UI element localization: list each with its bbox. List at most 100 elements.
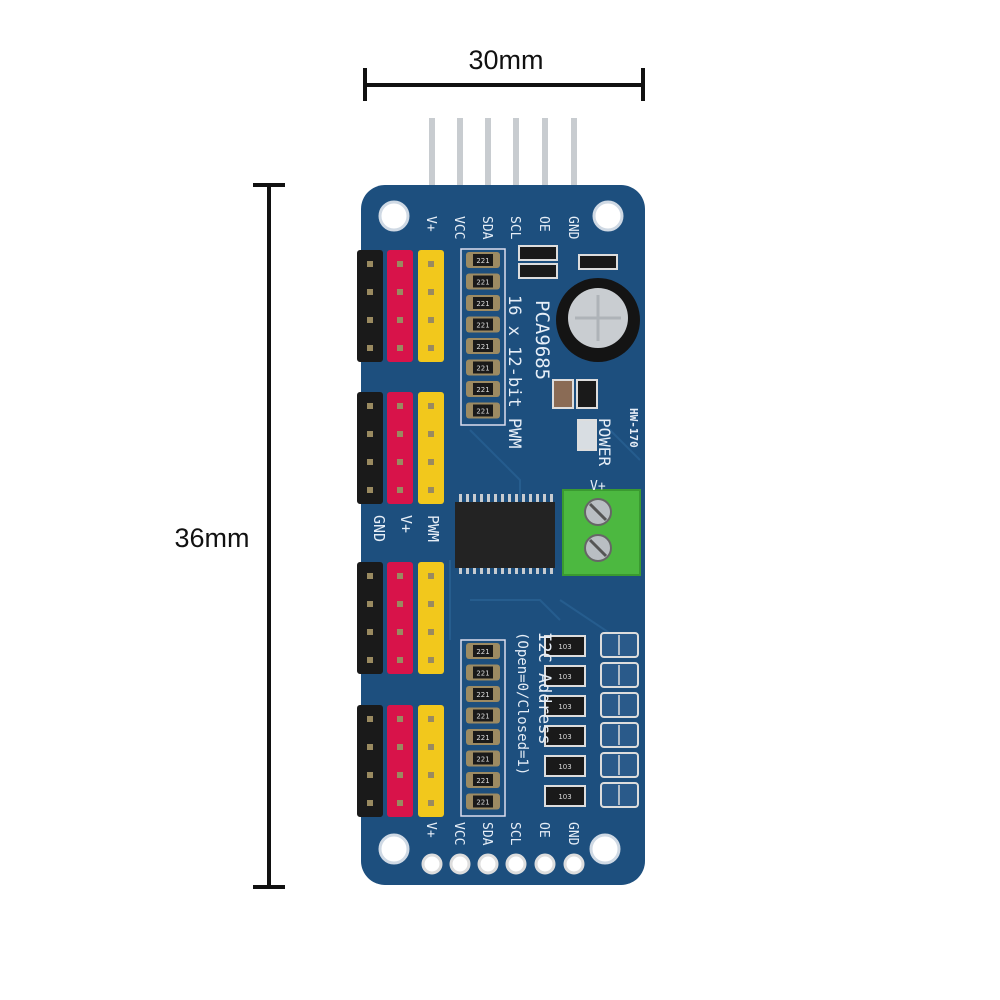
resistor-body xyxy=(473,340,493,352)
header-pin xyxy=(397,716,403,722)
power-label: POWER xyxy=(595,418,614,467)
resistor-body xyxy=(473,666,493,679)
resistor-body xyxy=(473,709,493,722)
resistor-code: 221 xyxy=(476,300,489,308)
header-pin xyxy=(367,289,373,295)
servo-header-column xyxy=(387,705,413,817)
resistor-array-outline xyxy=(460,248,506,426)
header-pin xyxy=(397,657,403,663)
top-pin-label: SDA xyxy=(479,216,494,240)
screw-terminal xyxy=(562,489,641,576)
servo-header-label: V+ xyxy=(397,515,415,533)
power-led-area xyxy=(552,379,598,451)
header-pin xyxy=(397,289,403,295)
header-pin xyxy=(397,345,403,351)
address-title: I2C Address xyxy=(534,632,554,745)
header-pin xyxy=(397,573,403,579)
header-pin xyxy=(397,403,403,409)
header-pin xyxy=(428,317,434,323)
header-pin xyxy=(367,431,373,437)
height-dimension: 36mm xyxy=(174,183,285,889)
resistor-code: 221 xyxy=(476,777,489,785)
header-pin xyxy=(428,403,434,409)
servo-header-column xyxy=(357,392,383,504)
servo-header-column xyxy=(418,705,444,817)
header-pin xyxy=(428,800,434,806)
pin-pad xyxy=(534,853,556,875)
resistor-body xyxy=(473,297,493,309)
servo-header-column xyxy=(418,392,444,504)
header-pin xyxy=(428,431,434,437)
header-pin xyxy=(457,118,463,198)
resistor-code: 221 xyxy=(476,734,489,742)
header-pin xyxy=(367,800,373,806)
resistor-array-outline xyxy=(460,639,506,817)
resistor-code: 221 xyxy=(476,648,489,656)
resistor-body xyxy=(473,383,493,395)
resistor-body xyxy=(473,275,493,288)
terminal-label: V+ xyxy=(590,479,606,494)
resistor-code: 221 xyxy=(476,691,489,699)
header-pin xyxy=(397,431,403,437)
width-label: 30mm xyxy=(468,45,543,75)
resistor-body xyxy=(473,731,493,743)
header-pin xyxy=(428,601,434,607)
resistor-code: 103 xyxy=(558,673,571,681)
electrolytic-capacitor xyxy=(556,278,640,362)
header-pin xyxy=(428,573,434,579)
resistor-code: 221 xyxy=(476,343,489,351)
header-pin xyxy=(571,118,577,198)
servo-header-label: PWM xyxy=(424,515,442,542)
resistor xyxy=(544,665,586,687)
resistor-code: 221 xyxy=(476,365,489,373)
resistor xyxy=(544,785,586,807)
header-pin xyxy=(367,629,373,635)
power-led xyxy=(577,419,597,451)
header-pin xyxy=(428,744,434,750)
header-pin xyxy=(367,772,373,778)
top-pin-label: V+ xyxy=(423,216,438,232)
resistor-body xyxy=(473,774,493,786)
chip-description-label: 16 x 12-bit PWM xyxy=(504,295,524,449)
header-pin xyxy=(485,118,491,198)
header-pin xyxy=(428,629,434,635)
top-pin-label: GND xyxy=(565,216,580,240)
header-pin xyxy=(428,716,434,722)
resistor-body xyxy=(473,688,493,700)
header-pin xyxy=(397,800,403,806)
header-pin xyxy=(428,459,434,465)
header-pin xyxy=(428,345,434,351)
resistor-body xyxy=(473,254,493,266)
resistor-code: 103 xyxy=(558,643,571,651)
header-pin xyxy=(428,487,434,493)
header-pin xyxy=(367,459,373,465)
servo-header-label: GND xyxy=(370,515,388,542)
header-pin xyxy=(397,487,403,493)
header-pin xyxy=(367,657,373,663)
servo-header-column xyxy=(387,250,413,362)
bottom-pin-label: SCL xyxy=(507,822,522,846)
resistor-code: 221 xyxy=(476,322,489,330)
resistor-code: 103 xyxy=(558,703,571,711)
resistor-body xyxy=(473,318,493,331)
header-pin xyxy=(428,657,434,663)
resistor-code: 221 xyxy=(476,279,489,287)
resistor-body xyxy=(473,795,493,808)
header-pin xyxy=(367,403,373,409)
resistor-body xyxy=(473,361,493,374)
resistor xyxy=(544,635,586,657)
resistor-code: 221 xyxy=(476,257,489,265)
servo-header-column xyxy=(387,392,413,504)
header-pin xyxy=(397,629,403,635)
bottom-pin-label: GND xyxy=(565,822,580,846)
bottom-pin-label: V+ xyxy=(423,822,438,838)
bottom-pin-label: VCC xyxy=(451,822,466,845)
pin-pad xyxy=(449,853,471,875)
mounting-holes xyxy=(378,200,624,865)
header-pin xyxy=(428,772,434,778)
resistor xyxy=(544,695,586,717)
servo-header-column xyxy=(418,562,444,674)
servo-header-labels: GND V+ PWM xyxy=(370,515,442,542)
model-label: HW-170 xyxy=(627,408,640,448)
